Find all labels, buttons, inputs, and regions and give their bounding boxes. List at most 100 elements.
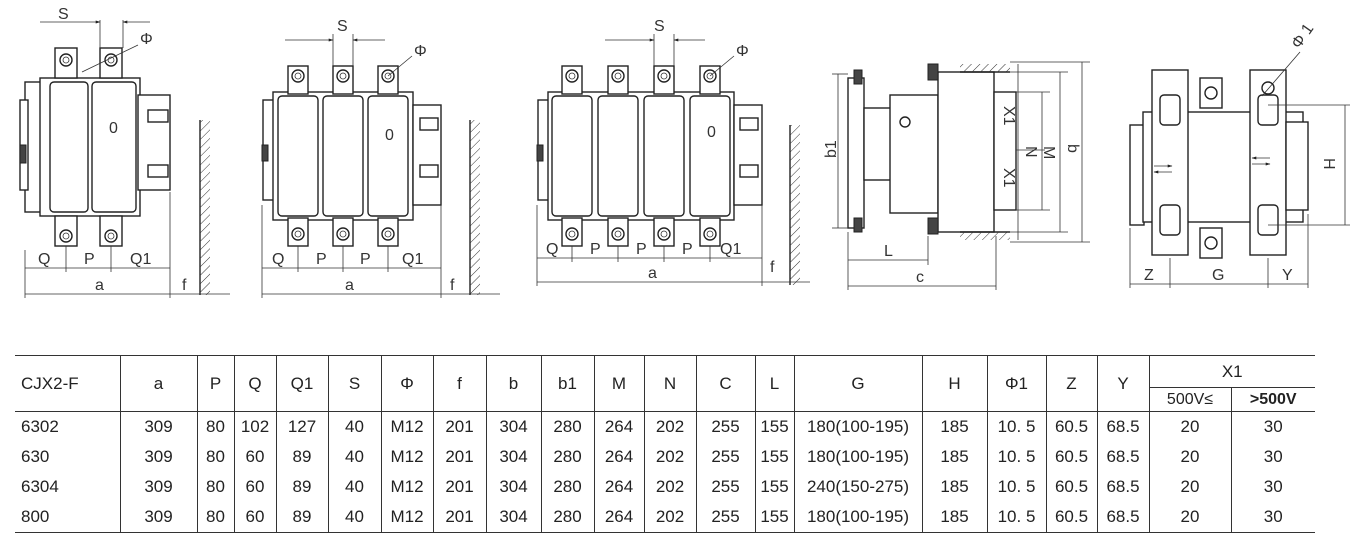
header-x1-low: 500V≤: [1149, 387, 1232, 412]
table-cell: M12: [381, 502, 434, 533]
drawing-2-pole: 0 S Φ Q P Q1 a f: [19, 6, 230, 298]
header-N: N: [644, 355, 697, 412]
table-cell: 309: [120, 502, 198, 533]
label-0: 0: [109, 120, 118, 137]
table-cell: 89: [276, 472, 329, 502]
label-b: b: [1064, 144, 1081, 153]
table-cell: 102: [234, 411, 277, 442]
label-X1a: X1: [1000, 106, 1017, 126]
header-Z: Z: [1046, 355, 1098, 412]
label-Q: Q: [272, 251, 284, 268]
table-cell: 20: [1149, 411, 1232, 442]
label-Q1: Q1: [130, 251, 151, 268]
table-cell: 60: [234, 502, 277, 533]
table-cell: 80: [197, 472, 235, 502]
table-cell: 10. 5: [987, 442, 1047, 472]
table-cell: 304: [486, 411, 542, 442]
table-cell: 30: [1263, 447, 1283, 466]
label-X1b: X1: [1000, 168, 1017, 188]
table-cell: 10. 5: [987, 472, 1047, 502]
header-Q: Q: [234, 355, 277, 412]
header-x1-high: >500V: [1231, 387, 1315, 412]
header-H: H: [922, 355, 988, 412]
table-subheader-row: 500V≤ >500V: [15, 387, 1315, 412]
table-cell: 60.5: [1046, 502, 1098, 533]
label-Y: Y: [1282, 267, 1293, 284]
table-cell: 80: [197, 411, 235, 442]
header-Y: Y: [1097, 355, 1150, 412]
table-cell: 40: [328, 442, 382, 472]
label-S: S: [58, 6, 69, 23]
table-cell: 255: [696, 411, 756, 442]
model-cell: 800: [15, 502, 121, 533]
label-S: S: [337, 18, 348, 35]
drawing-side-view: b1 X1 X1 N M b L c: [823, 61, 1090, 290]
label-M: M: [1040, 146, 1057, 159]
label-P1: P: [316, 251, 327, 268]
drawing-4-pole: 0 S Φ Q P P P Q1 a f: [536, 18, 810, 286]
table-cell: 201: [433, 472, 487, 502]
table-cell: 68.5: [1097, 472, 1150, 502]
table-cell: 202: [644, 442, 697, 472]
table-cell: 309: [120, 442, 198, 472]
label-a: a: [345, 277, 354, 294]
label-a: a: [648, 265, 657, 282]
table-cell: 40: [328, 411, 382, 442]
table-cell: 201: [433, 442, 487, 472]
label-P3: P: [682, 241, 693, 258]
table-cell: 80: [197, 442, 235, 472]
table-cell: 155: [755, 472, 795, 502]
label-N: N: [1022, 146, 1039, 158]
table-cell: 60.5: [1046, 411, 1098, 442]
table-cell: 304: [486, 502, 542, 533]
label-f: f: [450, 277, 455, 294]
table-cell: 20: [1149, 442, 1232, 472]
label-Q: Q: [38, 251, 50, 268]
table-cell: 89: [276, 502, 329, 533]
table-header-row: CJX2-F a P Q Q1 S Φ f b b1 M N C L G H Φ…: [15, 355, 1315, 412]
table-cell: 255: [696, 442, 756, 472]
table-cell: 264: [594, 411, 645, 442]
table-cell: 185: [922, 472, 988, 502]
label-P1: P: [590, 241, 601, 258]
table-cell: 80: [197, 502, 235, 533]
table-cell: 60: [234, 472, 277, 502]
table-cell: 10. 5: [987, 502, 1047, 533]
table-cell: 240(150-275): [794, 472, 923, 502]
table-cell: 68.5: [1097, 502, 1150, 533]
table-cell: 304: [486, 472, 542, 502]
table-cell: 155: [755, 502, 795, 533]
table-cell: 185: [922, 502, 988, 533]
table-cell: 10. 5: [987, 411, 1047, 442]
label-Q1: Q1: [402, 251, 423, 268]
label-P: P: [84, 251, 95, 268]
header-X1: X1: [1149, 355, 1315, 388]
header-L: L: [755, 355, 795, 412]
label-a: a: [95, 277, 104, 294]
table-cell: 180(100-195): [794, 442, 923, 472]
label-b1: b1: [823, 140, 840, 158]
table-cell: 309: [120, 472, 198, 502]
table-cell: 309: [120, 411, 198, 442]
header-Q1: Q1: [276, 355, 329, 412]
header-G: G: [794, 355, 923, 412]
table-cell: 304: [486, 442, 542, 472]
table-cell: 155: [755, 411, 795, 442]
header-P: P: [197, 355, 235, 412]
header-a: a: [120, 355, 198, 412]
table-cell: 201: [433, 502, 487, 533]
label-0: 0: [707, 124, 716, 141]
label-Q: Q: [546, 241, 558, 258]
table-cell: 264: [594, 502, 645, 533]
table-cell: 201: [433, 411, 487, 442]
label-0: 0: [385, 127, 394, 144]
table-cell: 20: [1149, 502, 1232, 533]
table-cell: 280: [541, 411, 595, 442]
table-cell: 60.5: [1046, 472, 1098, 502]
label-H: H: [1320, 158, 1337, 170]
model-cell: 6302: [15, 411, 121, 442]
